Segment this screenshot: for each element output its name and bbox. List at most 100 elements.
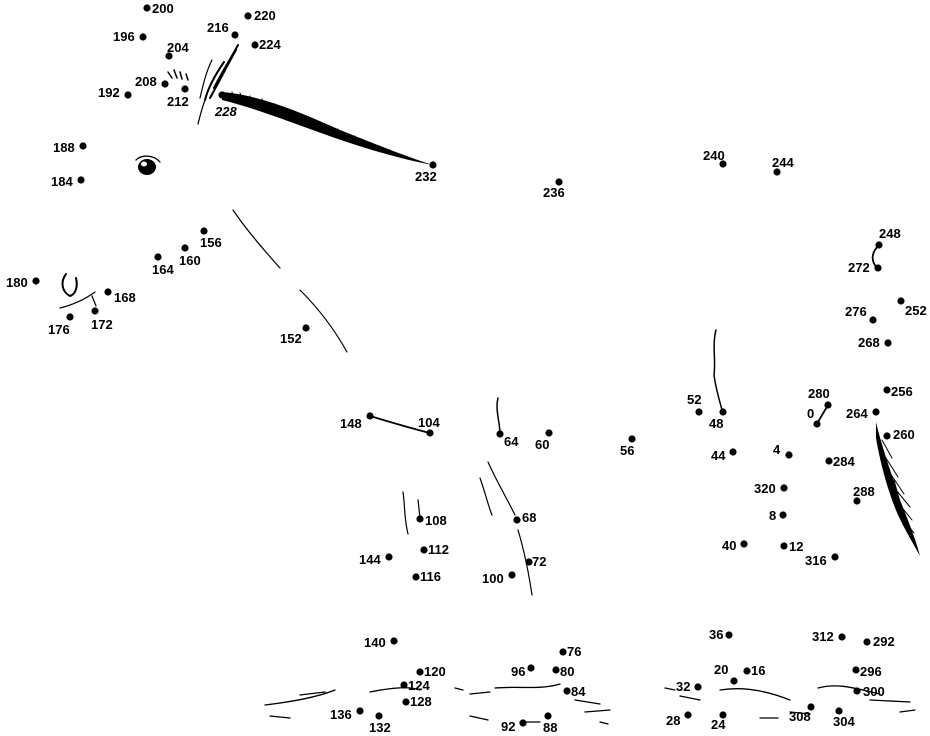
dot-marker (719, 711, 727, 719)
dot-80: 80 (552, 664, 574, 679)
dot-296: 296 (852, 664, 882, 679)
dot-40: 40 (722, 538, 748, 553)
dot-32: 32 (676, 679, 702, 694)
beak-stroke (222, 92, 433, 165)
dot-marker (875, 241, 883, 249)
dot-label: 164 (152, 262, 174, 277)
dot-marker (218, 91, 226, 99)
dot-124: 124 (400, 678, 430, 693)
dot-240: 240 (703, 148, 727, 168)
dot-label: 40 (722, 538, 736, 553)
dot-label: 176 (48, 322, 70, 337)
dot-label: 280 (808, 386, 830, 401)
dot-marker (872, 408, 880, 416)
beak-texture (231, 91, 393, 156)
dot-marker (725, 631, 733, 639)
dot-marker (231, 31, 239, 39)
dot-label: 64 (504, 434, 519, 449)
dot-248: 248 (875, 226, 901, 249)
dot-label: 56 (620, 443, 634, 458)
dot-180: 180 (6, 275, 40, 290)
dot-292: 292 (863, 634, 895, 649)
dot-204: 204 (165, 40, 189, 60)
dot-marker (181, 244, 189, 252)
dot-marker (773, 168, 781, 176)
dot-label: 92 (501, 719, 515, 734)
dot-label: 36 (709, 627, 723, 642)
dot-label: 228 (214, 104, 237, 119)
dot-264: 264 (846, 406, 880, 421)
dot-label: 136 (330, 707, 352, 722)
dot-44: 44 (711, 448, 737, 463)
dot-marker (883, 432, 891, 440)
dot-label: 308 (789, 709, 811, 724)
dot-76: 76 (559, 644, 581, 659)
tail-feathers (876, 422, 920, 556)
dot-116: 116 (412, 569, 441, 584)
dot-256: 256 (883, 384, 913, 399)
dot-marker (719, 408, 727, 416)
dot-label: 88 (543, 720, 557, 735)
dot-label: 108 (425, 513, 447, 528)
dot-label: 256 (891, 384, 913, 399)
dot-84: 84 (563, 684, 586, 699)
dot-label: 276 (845, 304, 867, 319)
dot-marker (104, 288, 112, 296)
dot-marker (385, 553, 393, 561)
dot-152: 152 (280, 324, 310, 346)
dot-marker (181, 85, 189, 93)
dot-label: 200 (152, 1, 174, 16)
dot-label: 232 (415, 169, 437, 184)
dot-64: 64 (496, 430, 519, 449)
dot-marker (897, 297, 905, 305)
dot-marker (200, 227, 208, 235)
dot-marker (563, 687, 571, 695)
dot-0: 0 (807, 406, 821, 428)
dot-marker (730, 677, 738, 685)
dot-marker (869, 316, 877, 324)
dot-208: 208 (135, 74, 169, 89)
dot-60: 60 (535, 429, 553, 452)
dot-label: 152 (280, 331, 302, 346)
dot-label: 104 (418, 415, 440, 430)
dot-308: 308 (789, 703, 815, 724)
dot-marker (302, 324, 310, 332)
dot-8: 8 (769, 508, 787, 523)
dot-marker (165, 52, 173, 60)
dot-marker (356, 707, 364, 715)
dot-marker (420, 546, 428, 554)
dot-marker (366, 412, 374, 420)
dot-label: 192 (98, 85, 120, 100)
dot-label: 188 (53, 140, 75, 155)
dot-192: 192 (98, 85, 132, 100)
dot-label: 24 (711, 717, 726, 732)
dot-marker (412, 573, 420, 581)
dot-label: 124 (408, 678, 430, 693)
dot-304: 304 (833, 707, 855, 729)
dot-276: 276 (845, 304, 877, 324)
dot-label: 44 (711, 448, 726, 463)
dot-label: 272 (848, 260, 870, 275)
dot-label: 12 (789, 539, 803, 554)
dot-280: 280 (808, 386, 832, 409)
dot-marker (400, 681, 408, 689)
dot-marker (416, 668, 424, 676)
dot-marker (785, 451, 793, 459)
dot-12: 12 (780, 539, 803, 554)
dot-label: 112 (428, 542, 449, 557)
nostril-mark (61, 273, 78, 297)
dot-92: 92 (501, 719, 527, 734)
tuft-stroke (167, 69, 189, 81)
dot-188: 188 (53, 140, 87, 155)
dot-label: 320 (754, 481, 776, 496)
dot-marker (835, 707, 843, 715)
dot-236: 236 (543, 178, 565, 200)
dot-52: 52 (687, 392, 703, 416)
dot-120: 120 (416, 664, 446, 679)
dot-label: 60 (535, 437, 549, 452)
dot-288: 288 (853, 484, 875, 505)
dot-36: 36 (709, 627, 733, 642)
dot-marker (66, 313, 74, 321)
dot-label: 144 (359, 552, 381, 567)
dot-marker (555, 178, 563, 186)
